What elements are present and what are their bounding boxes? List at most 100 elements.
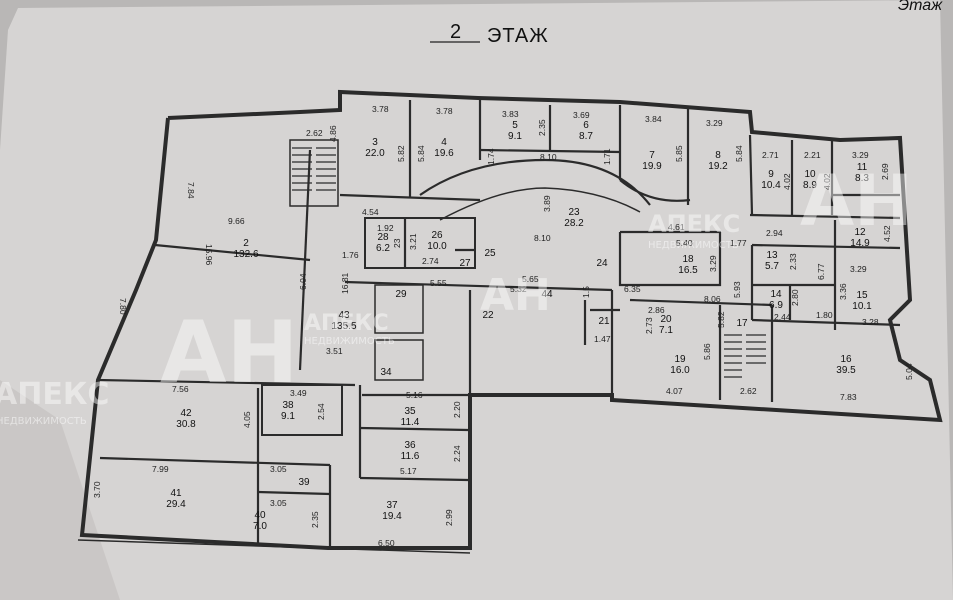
dimension-label: 7.56	[172, 384, 189, 394]
dimension-label: 2.33	[788, 253, 798, 270]
dimension-label: 5.65	[522, 274, 539, 284]
svg-text:22: 22	[482, 310, 494, 321]
svg-text:28: 28	[377, 232, 389, 243]
svg-text:22.0: 22.0	[365, 148, 385, 159]
svg-text:40: 40	[254, 510, 266, 521]
watermark-subtitle: НЕДВИЖИМОСТЬ	[304, 336, 395, 347]
room-label: 22	[482, 310, 494, 321]
dimension-label: 3.51	[326, 346, 343, 356]
room-label: 21	[598, 316, 610, 327]
dimension-label: 5.16	[406, 390, 423, 400]
svg-text:44: 44	[541, 289, 553, 300]
watermark-brand: АПЕКС	[304, 311, 389, 336]
svg-text:11: 11	[857, 162, 868, 173]
svg-text:6: 6	[583, 120, 589, 131]
dimension-label: 3.83	[502, 109, 519, 119]
svg-text:5: 5	[512, 120, 518, 131]
dimension-label: 6.35	[624, 284, 641, 294]
svg-text:7: 7	[649, 150, 655, 161]
room-label: 419.6	[434, 137, 454, 159]
dimension-label: 2.44	[774, 312, 791, 322]
dimension-label: 4.02	[782, 173, 792, 190]
svg-text:2: 2	[243, 238, 249, 249]
dimension-label: 1.80	[816, 310, 833, 320]
dimension-label: 5.93	[732, 281, 742, 298]
watermark-logo: АН	[480, 270, 551, 321]
svg-text:8.3: 8.3	[855, 173, 869, 184]
svg-text:19.9: 19.9	[642, 161, 662, 172]
dimension-label: 3.29	[850, 264, 867, 274]
room-label: 29	[395, 289, 407, 300]
dimension-labels: 3.78 3.78 3.83 3.69 3.84 3.29 2.71 2.21 …	[92, 104, 914, 548]
dimension-label: 2.74	[422, 256, 439, 266]
svg-text:39: 39	[298, 477, 310, 488]
svg-text:15: 15	[856, 290, 868, 301]
dimension-label: 1.74	[486, 148, 496, 165]
svg-text:19.6: 19.6	[434, 148, 454, 159]
interior-walls	[97, 100, 901, 548]
dimension-label: 2.35	[537, 119, 547, 136]
dimension-label: 9.66	[228, 216, 245, 226]
dimension-label: 3.29	[706, 118, 723, 128]
dimension-label: 3.78	[436, 106, 453, 116]
dimension-label: 3.28	[862, 317, 879, 327]
dimension-label: 1.76	[342, 250, 359, 260]
corner-note: Этаж	[898, 0, 943, 14]
dimension-label: 2.35	[310, 511, 320, 528]
dimension-label: 7.84	[186, 182, 196, 199]
dimension-label: 2.73	[644, 317, 654, 334]
dimension-label: 6.50	[378, 538, 395, 548]
dimension-label: 5.85	[674, 145, 684, 162]
svg-text:7.1: 7.1	[659, 325, 673, 336]
room-label: 44	[541, 289, 553, 300]
dimension-label: 5.40	[676, 238, 693, 248]
watermark: АН АПЕКС НЕДВИЖИМОСТЬ АН АПЕКС НЕДВИЖИМО…	[0, 160, 913, 427]
svg-text:24: 24	[596, 258, 608, 269]
svg-text:36: 36	[404, 440, 416, 451]
svg-text:14: 14	[770, 289, 782, 300]
svg-text:19.4: 19.4	[382, 511, 402, 522]
dimension-label: 1.92	[377, 223, 394, 233]
watermark-brand: АПЕКС	[0, 377, 109, 412]
svg-text:11.6: 11.6	[401, 451, 420, 462]
room-label: 17	[736, 318, 748, 329]
dimension-label: 5.84	[734, 145, 744, 162]
svg-text:11.4: 11.4	[401, 417, 420, 428]
room-label: 135.7	[765, 250, 779, 272]
dimension-label: 7.83	[840, 392, 857, 402]
room-label: 34	[380, 367, 392, 378]
room-label: 719.9	[642, 150, 662, 172]
dimension-label: 1.77	[730, 238, 747, 248]
dimension-label: 2.62	[306, 128, 323, 138]
dimension-label: 2.54	[316, 403, 326, 420]
room-label: 910.4	[761, 169, 781, 191]
dimension-label: 2.71	[762, 150, 779, 160]
svg-text:10.4: 10.4	[761, 180, 781, 191]
floor-number: 2	[450, 21, 462, 43]
svg-text:28.2: 28.2	[564, 218, 584, 229]
dimension-label: 3.05	[270, 498, 287, 508]
dimension-label: 5.86	[702, 343, 712, 360]
svg-text:16.5: 16.5	[678, 265, 698, 276]
svg-text:9: 9	[768, 169, 774, 180]
svg-text:9.1: 9.1	[281, 411, 295, 422]
watermark-subtitle: НЕДВИЖИМОСТЬ	[0, 416, 87, 427]
dimension-label: 1.5	[581, 286, 591, 298]
dimension-label: 2.20	[452, 401, 462, 418]
svg-text:3: 3	[372, 137, 378, 148]
dimension-label: 3.69	[573, 110, 590, 120]
room-label: 27	[459, 258, 471, 269]
outer-walls	[79, 89, 943, 550]
dimension-label: 3.78	[372, 104, 389, 114]
dimension-label: 4.05	[242, 411, 252, 428]
svg-text:14.9: 14.9	[850, 238, 870, 249]
svg-text:43: 43	[338, 310, 350, 321]
